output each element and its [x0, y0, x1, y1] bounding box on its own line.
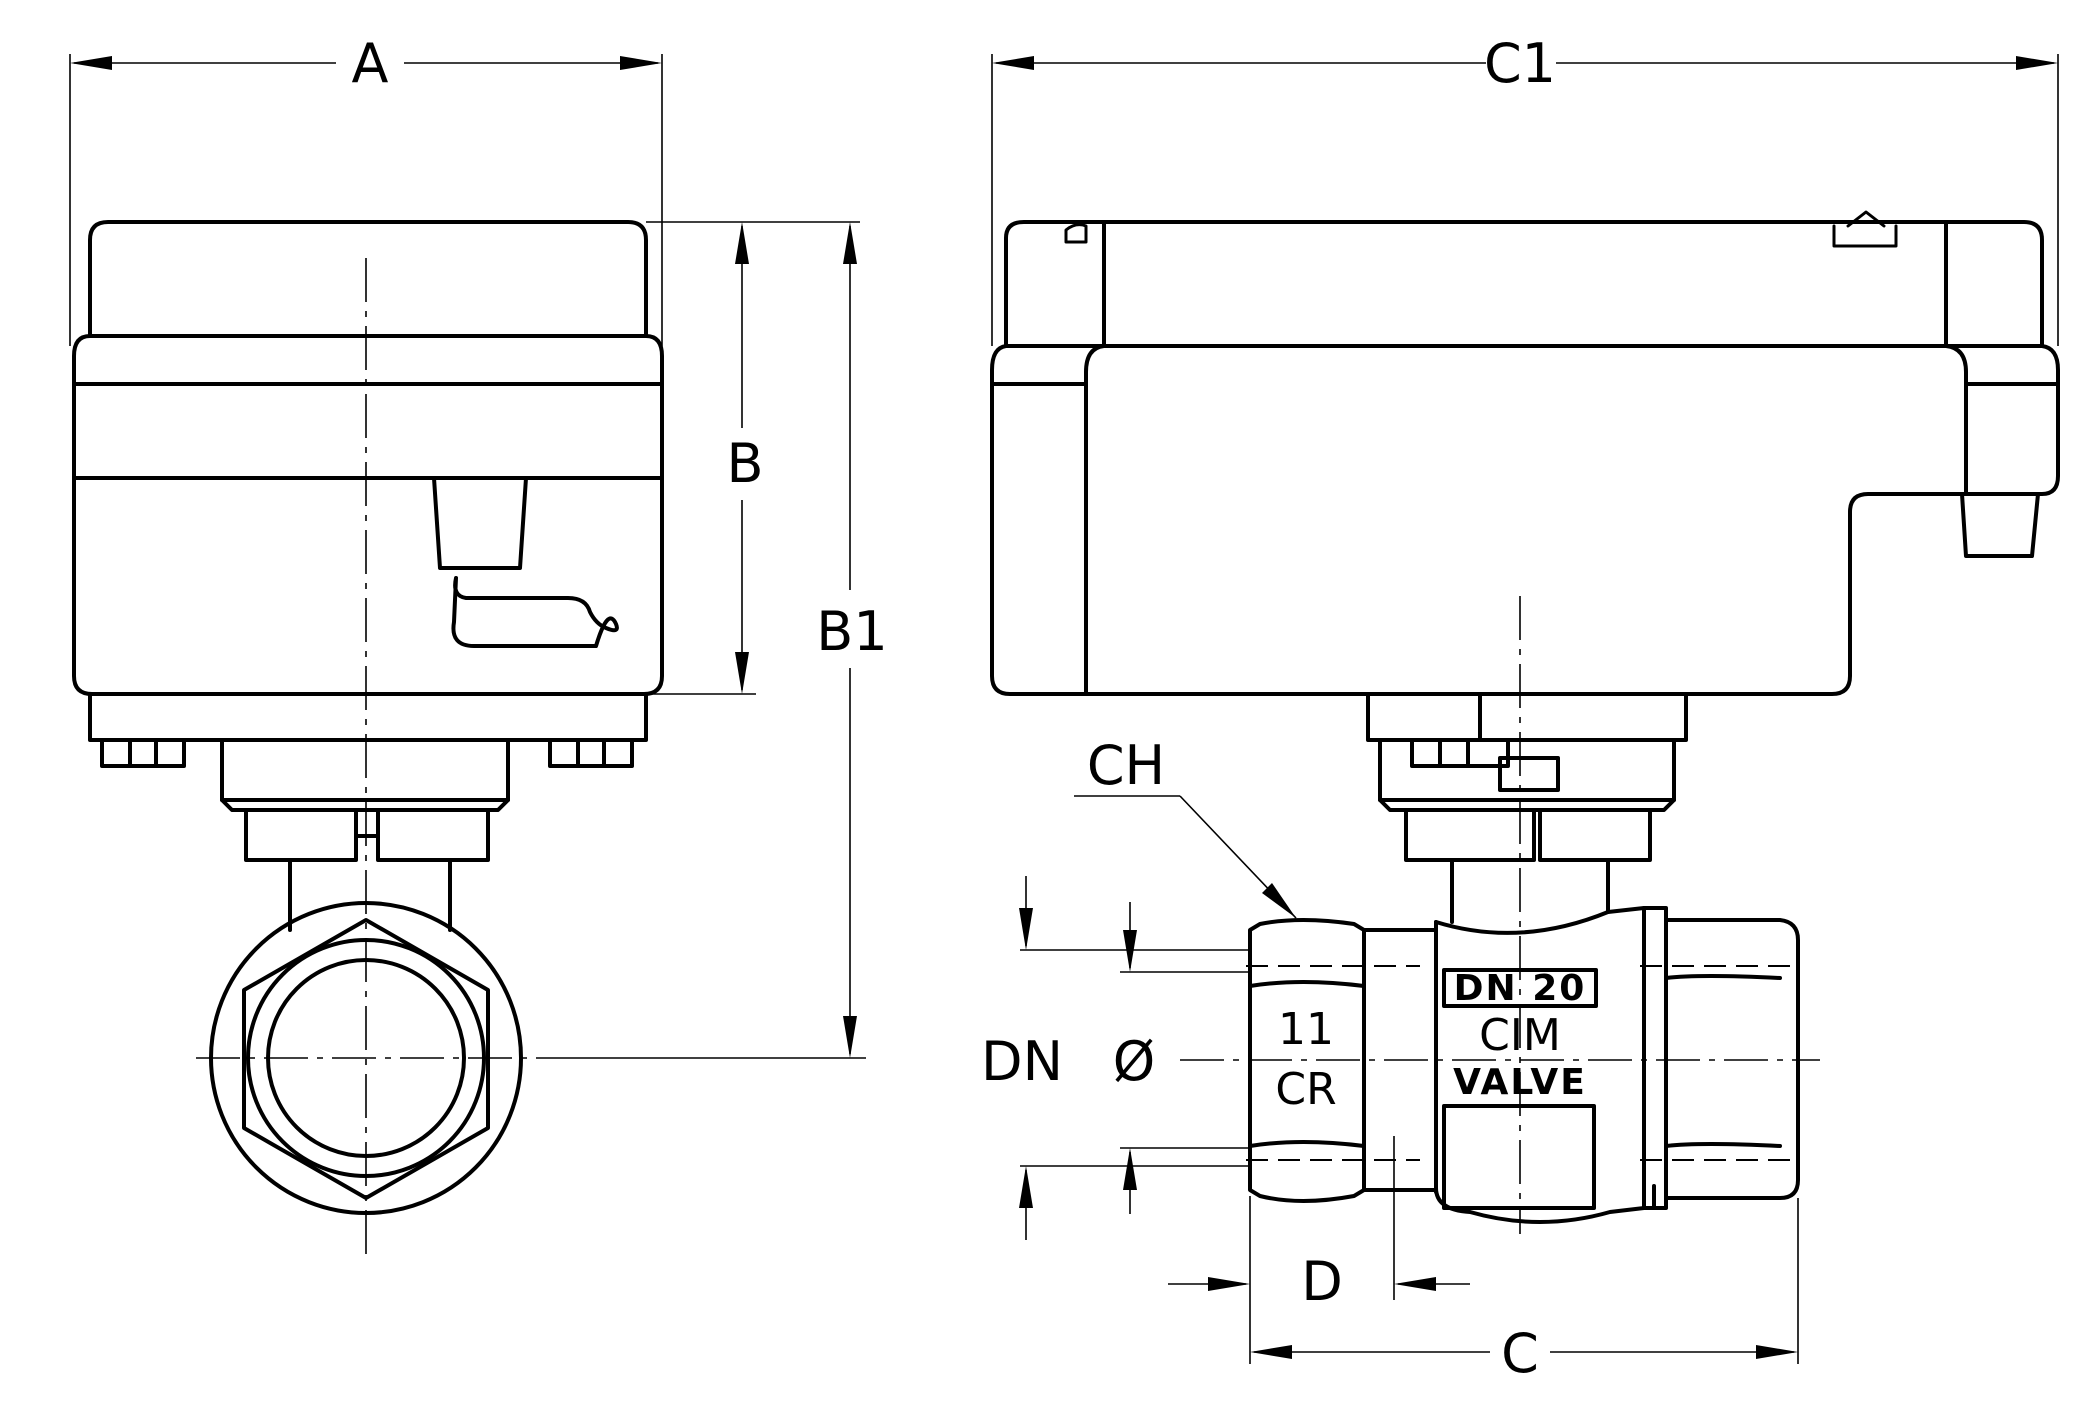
- valve-flange: [1642, 906, 1668, 1210]
- marking-model-number: 11: [1278, 1004, 1334, 1055]
- front-indicator: [1498, 756, 1560, 792]
- manual-lever: [432, 476, 619, 648]
- dimension-ch: CH: [1074, 734, 1297, 919]
- front-nut: [1410, 738, 1510, 768]
- dimension-diameter: Ø: [1113, 902, 1250, 1214]
- stem-nut-front-right: [1538, 808, 1652, 862]
- marking-type-text: VALVE: [1453, 1062, 1587, 1103]
- coupling-front: [1366, 692, 1688, 742]
- actuator-body-front: [990, 344, 2060, 696]
- dimension-d: D: [1168, 1136, 1470, 1364]
- stem-neck: [288, 858, 452, 932]
- dimension-label-dn: DN: [981, 1030, 1063, 1093]
- dimension-label-c1: C1: [1484, 32, 1556, 95]
- marking-size-text: DN 20: [1454, 968, 1587, 1009]
- right-end: [1664, 918, 1800, 1200]
- cable-connector: [1960, 492, 2040, 558]
- dimension-label-b1: B1: [816, 600, 887, 663]
- stem-nut-left: [244, 808, 358, 862]
- dimension-c: C: [1250, 1198, 1799, 1385]
- dimension-c1: C1: [991, 32, 2059, 346]
- stem-neck-front: [1450, 858, 1610, 924]
- dimension-label-diameter: Ø: [1113, 1030, 1156, 1093]
- body-seam-left: [1084, 344, 1106, 696]
- coupling-bracket: [220, 738, 510, 812]
- actuator-top-cap: [88, 220, 648, 338]
- base-nut-left: [100, 738, 186, 768]
- dimension-label-b: B: [726, 432, 763, 495]
- dimension-label-c: C: [1501, 1322, 1539, 1385]
- hex-to-body-connector: [1362, 928, 1438, 1192]
- top-detail-right: [1832, 210, 1898, 248]
- base-plate: [88, 692, 648, 742]
- base-nut-right: [548, 738, 634, 768]
- body-seam-right: [1944, 344, 1968, 496]
- dimension-b: B: [646, 221, 860, 695]
- stem-nut-front-left: [1404, 808, 1536, 862]
- left-hex-end: [1248, 918, 1366, 1203]
- dimension-label-d: D: [1301, 1250, 1343, 1313]
- actuator-body: [72, 334, 664, 696]
- side-view: [72, 220, 664, 1262]
- stem-nut-right: [376, 808, 490, 862]
- dimension-label-a: A: [352, 32, 389, 95]
- dimension-b1: B1: [536, 222, 888, 1059]
- dimension-label-ch: CH: [1087, 734, 1165, 797]
- top-detail-left: [1064, 223, 1088, 244]
- dimension-dn: DN: [981, 876, 1250, 1240]
- front-view: DN 20 CIM VALVE 11 CR: [990, 210, 2060, 1234]
- actuator-top-cap-front: [1004, 220, 2044, 348]
- marking-box-blank: [1442, 1104, 1596, 1210]
- dimension-a: A: [69, 32, 663, 346]
- marking-cr-logo: CR: [1275, 1064, 1336, 1115]
